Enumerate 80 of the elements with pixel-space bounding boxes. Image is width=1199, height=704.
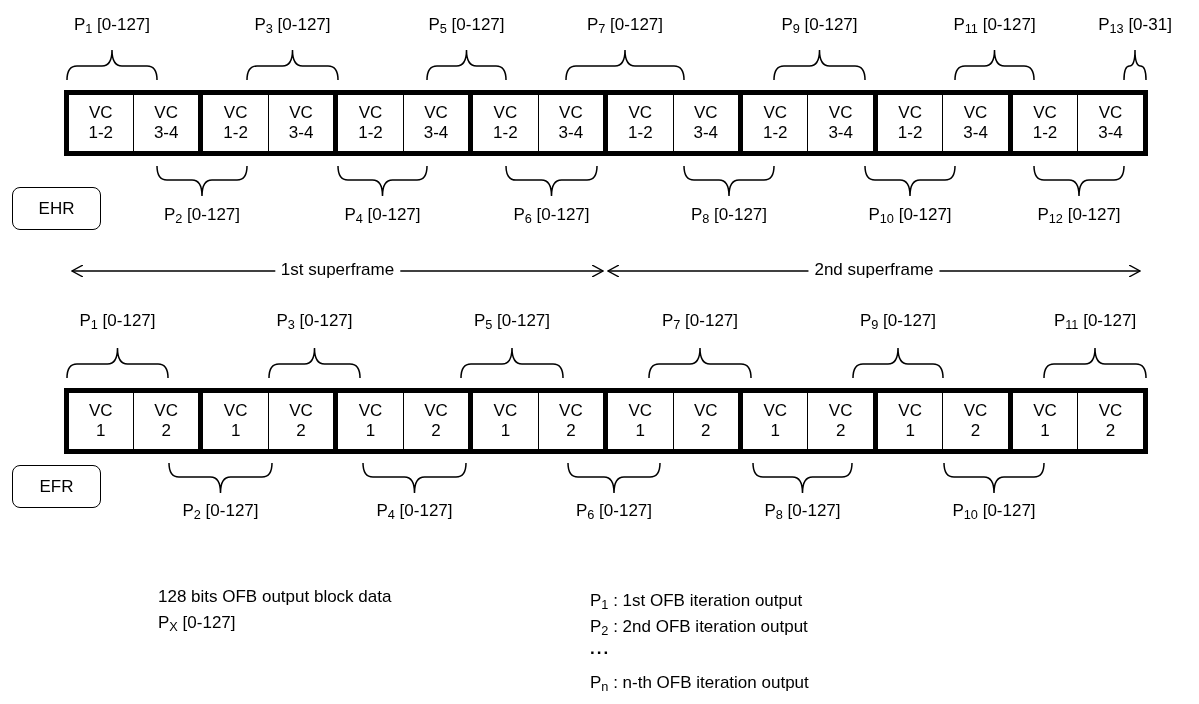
bit-range-label: P$_{7}$ [0-127] xyxy=(586,14,664,36)
slot-cell: VC 2 xyxy=(538,393,604,449)
slot-cell: VC 2 xyxy=(133,393,199,449)
frame-box xyxy=(198,388,334,454)
slot-cell: VC 3-4 xyxy=(133,95,199,151)
bit-range-label: P$_{7}$ [0-127] xyxy=(661,310,739,332)
bit-range-label: P$_{9}$ [0-127] xyxy=(781,14,858,36)
slot-cell: VC 1-2 xyxy=(608,95,674,151)
slot-cell: VC 3-4 xyxy=(943,95,1008,151)
slot-cell: VC 1 xyxy=(608,393,674,449)
slot-cell: VC 3-4 xyxy=(1078,95,1143,151)
mode-label-box: EHR xyxy=(12,187,101,230)
slot-cell: VC 1-2 xyxy=(743,95,809,151)
bit-range-label: P$_{11}$ [0-127] xyxy=(953,14,1036,36)
slot-cell: VC 1 xyxy=(877,393,944,449)
frame-box xyxy=(738,388,873,454)
slot-cell: VC 2 xyxy=(403,393,469,449)
frame-box xyxy=(738,90,873,156)
frame-box xyxy=(1007,90,1148,156)
bit-range-label: P$_{13}$ [0-31] xyxy=(1098,14,1172,36)
frame-box xyxy=(333,90,469,156)
slot-cell: VC 1 xyxy=(473,393,539,449)
bit-range-label: P$_{6}$ [0-127] xyxy=(513,204,590,226)
bit-range-label: P$_{1}$ [0-127] xyxy=(73,14,151,36)
bit-range-label: P$_{5}$ [0-127] xyxy=(473,310,551,332)
note-text: P$_{2}$ : 2nd OFB iteration output xyxy=(590,616,808,638)
bit-range-label: P$_{9}$ [0-127] xyxy=(859,310,937,332)
bit-range-label: P$_{3}$ [0-127] xyxy=(254,14,331,36)
frame-box xyxy=(333,388,469,454)
slot-cell: VC 1 xyxy=(338,393,404,449)
slot-cell: VC 3-4 xyxy=(403,95,469,151)
bit-range-label: P$_{1}$ [0-127] xyxy=(79,310,156,332)
note-text: P$_{1}$ : 1st OFB iteration output xyxy=(590,590,803,612)
slot-cell: VC 1-2 xyxy=(338,95,404,151)
bit-range-label: P$_{8}$ [0-127] xyxy=(690,204,768,226)
slot-cell: VC 2 xyxy=(943,393,1008,449)
bit-range-label: P$_{11}$ [0-127] xyxy=(1053,310,1137,332)
note-text: P$_{n}$ : n-th OFB iteration output xyxy=(590,672,809,694)
frame-box xyxy=(872,90,1008,156)
frame-box xyxy=(63,90,199,156)
bit-range-label: P$_{4}$ [0-127] xyxy=(376,500,453,522)
bit-range-label: P$_{4}$ [0-127] xyxy=(344,204,421,226)
slot-cell: VC 1-2 xyxy=(1012,95,1079,151)
slot-cell: VC 1-2 xyxy=(68,95,134,151)
bit-range-label: P$_{8}$ [0-127] xyxy=(764,500,841,522)
slot-cell: VC 3-4 xyxy=(673,95,738,151)
bit-range-label: P$_{3}$ [0-127] xyxy=(276,310,353,332)
frame-box xyxy=(603,388,738,454)
slot-cell: VC 1 xyxy=(1012,393,1079,449)
slot-cell: VC 2 xyxy=(1078,393,1143,449)
bit-range-label: P$_{5}$ [0-127] xyxy=(428,14,505,36)
slot-cell: VC 3-4 xyxy=(268,95,334,151)
bit-range-label: P$_{2}$ [0-127] xyxy=(163,204,241,226)
frame-box xyxy=(1007,388,1148,454)
bit-range-label: P$_{10}$ [0-127] xyxy=(868,204,952,226)
slot-cell: VC 1 xyxy=(203,393,269,449)
slot-cell: VC 2 xyxy=(268,393,334,449)
frame-box xyxy=(63,388,199,454)
bit-range-label: P$_{2}$ [0-127] xyxy=(182,500,259,522)
frame-box xyxy=(603,90,738,156)
frame-box xyxy=(872,388,1008,454)
slot-cell: VC 1 xyxy=(743,393,809,449)
slot-cell: VC 2 xyxy=(673,393,738,449)
frame-box xyxy=(468,388,604,454)
slot-cell: VC 1-2 xyxy=(473,95,539,151)
bit-range-label: P$_{12}$ [0-127] xyxy=(1037,204,1121,226)
frame-box xyxy=(198,90,334,156)
note-text: P$_{X}$ [0-127] xyxy=(158,612,236,634)
ellipsis: ... xyxy=(590,638,611,660)
slot-cell: VC 2 xyxy=(808,393,873,449)
frame-box xyxy=(468,90,604,156)
slot-cell: VC 1 xyxy=(68,393,134,449)
slot-cell: VC 1-2 xyxy=(203,95,269,151)
mode-label-box: EFR xyxy=(12,465,101,508)
slot-cell: VC 3-4 xyxy=(808,95,873,151)
slot-cell: VC 3-4 xyxy=(538,95,604,151)
slot-cell: VC 1-2 xyxy=(877,95,944,151)
bit-range-label: P$_{6}$ [0-127] xyxy=(575,500,653,522)
bit-range-label: P$_{10}$ [0-127] xyxy=(952,500,1036,522)
note-text: 128 bits OFB output block data xyxy=(158,586,392,608)
